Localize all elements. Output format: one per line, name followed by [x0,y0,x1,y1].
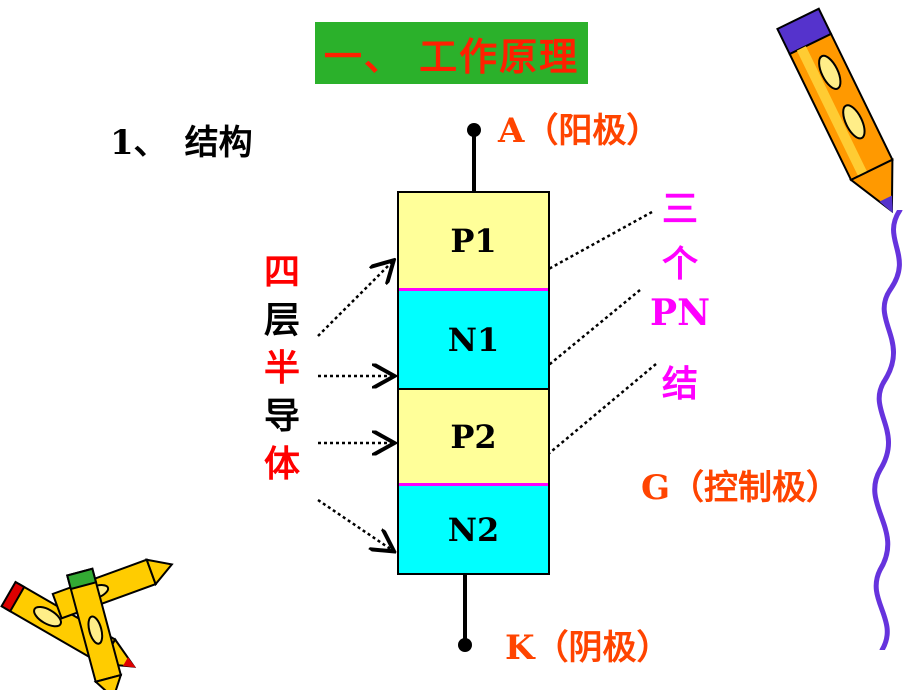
layer-p1: P1 [397,193,550,288]
wavy-line-decoration [872,210,903,650]
title-banner: 一、 工作原理 [315,22,588,84]
layer-arrow-4 [317,498,392,550]
layer-p2: P2 [397,390,550,483]
stack-outline [397,191,550,575]
pencil-icon [776,7,894,214]
four-layer-char-1: 层 [263,299,300,341]
pn-label-line1: 三 [661,188,698,230]
junction-arrow-1 [516,210,653,287]
crayon-bundle-icon [0,558,174,690]
pn-label-line4: 结 [661,363,698,405]
four-layer-char-3: 导 [263,395,300,437]
four-layer-char-4: 体 [263,443,300,485]
anode-label: A（阳极） [498,111,661,151]
junction-j3 [397,483,550,486]
section-heading: 1、 结构 [110,123,253,163]
layer-arrow-1 [317,262,392,337]
page-title: 一、 工作原理 [323,33,580,79]
layer-n2: N2 [397,486,550,573]
layer-n1-label: N1 [447,320,500,359]
pn-label-line3: PN [650,292,710,334]
layer-n1: N1 [397,291,550,388]
junction-j1 [397,288,550,291]
gate-label: G（控制极） [641,468,841,508]
four-layer-char-2: 半 [263,347,300,389]
layer-p2-label: P2 [450,417,497,456]
layer-n2-label: N2 [447,510,500,549]
four-layer-char-0: 四 [263,251,300,293]
pn-label-line2: 个 [661,243,698,285]
cathode-dot [458,638,472,652]
layer-p1-label: P1 [450,221,497,260]
junction-j2 [397,388,550,390]
cathode-label: K（阴极） [505,628,671,668]
four-layer-label: 四层半导体 [262,248,302,488]
anode-dot [467,123,481,137]
